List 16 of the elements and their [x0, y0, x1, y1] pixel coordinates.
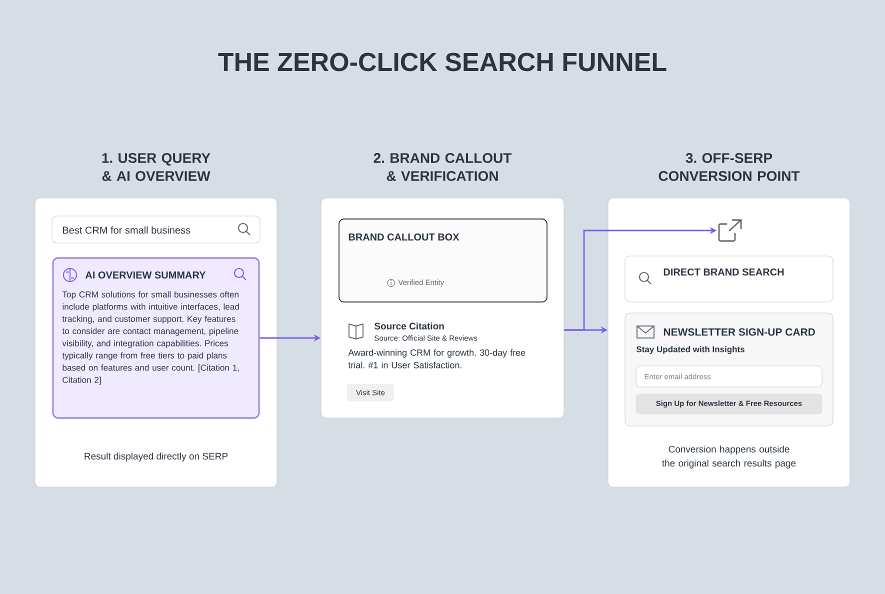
panel-heading: 1. USER QUERY & AI OVERVIEW [102, 153, 210, 181]
summary-heading: AI OVERVIEW SUMMARY [85, 271, 206, 279]
panel-heading: 3. OFF-SERP CONVERSION POINT [658, 153, 800, 181]
card-heading: DIRECT BRAND SEARCH [664, 268, 784, 276]
citation-text: Award-winning CRM for growth. 30-day free trial. #1 in User Satisfaction. [348, 349, 526, 368]
panel-note: Result displayed directly on SERP [84, 452, 228, 462]
panel-note: Conversion happens outside the original search results page [662, 446, 796, 468]
card-text: Stay Updated with Insights [636, 346, 744, 354]
citation-heading: Source Citation [374, 322, 444, 330]
callout-heading: BRAND CALLOUT BOX [348, 233, 460, 241]
panel-heading: 2. BRAND CALLOUT & VERIFICATION [374, 153, 512, 181]
external-link-icon [718, 219, 742, 242]
search-bar: Best CRM for small business [52, 216, 260, 244]
card-heading: NEWSLETTER SIGN-UP CARD [664, 328, 815, 336]
summary-text: Top CRM solutions for small businesses often include platforms with intuitive interfaces, lead tracking, and customer support. Key features to consider are contact management, pipeline visibility, and integration capabilities. Prices typically range from free tiers to paid plans based on features and user count. [Citation 1, Citation 2] [62, 291, 239, 385]
title: THE ZERO-CLICK SEARCH FUNNEL [218, 52, 666, 72]
